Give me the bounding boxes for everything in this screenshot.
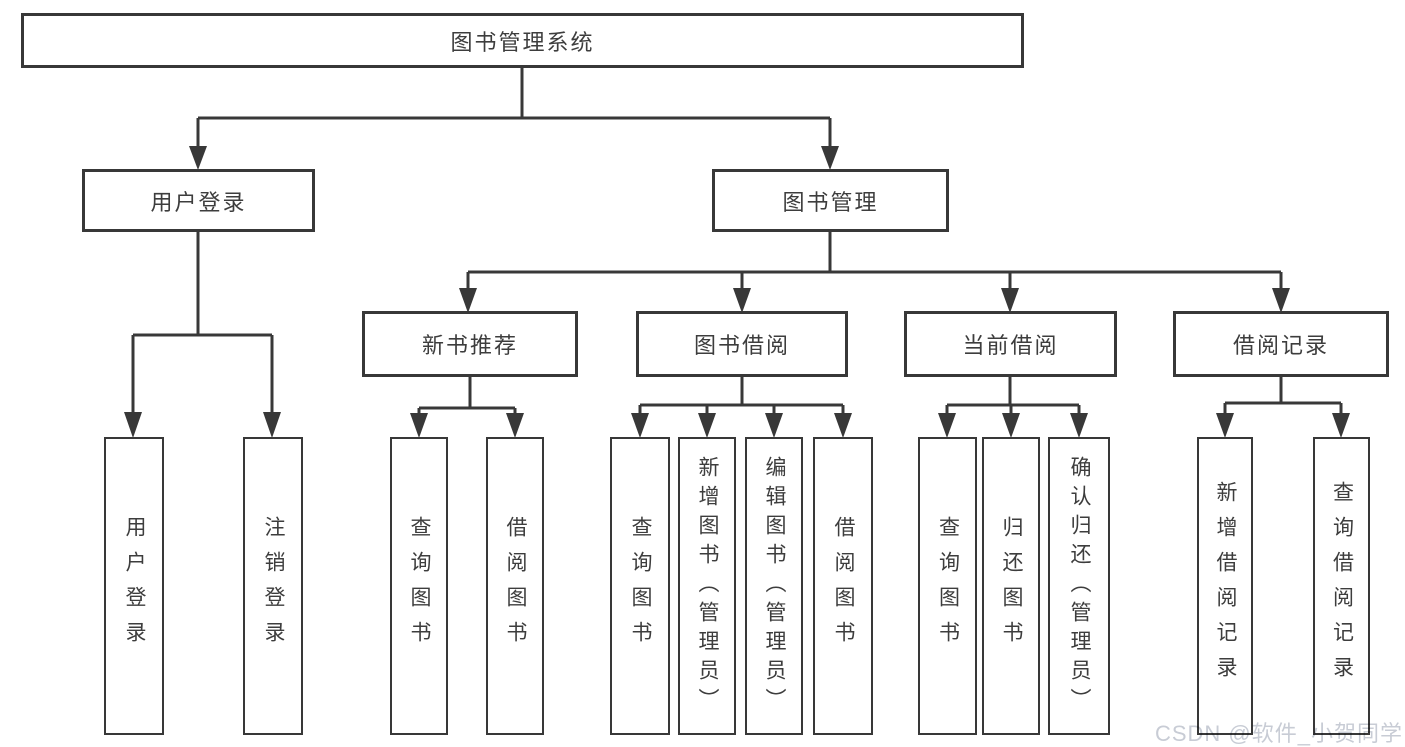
leaf-confirm-return-admin: 确认归还（管理员） [1048, 437, 1110, 735]
node-label: 图书管理 [782, 189, 879, 215]
node-new-book-recommend: 新书推荐 [362, 311, 578, 377]
leaf-add-borrow-record: 新增借阅记录 [1197, 437, 1253, 735]
node-user-login: 用户登录 [82, 169, 315, 232]
leaf-borrow-book: 借阅图书 [813, 437, 873, 735]
node-label: 当前借阅 [962, 333, 1059, 358]
node-library-management-system: 图书管理系统 [21, 13, 1024, 68]
leaf-add-book-admin: 新增图书（管理员） [678, 437, 736, 735]
node-label: 图书借阅 [693, 333, 790, 358]
csdn-watermark: CSDN @软件_小贺同学 [1154, 721, 1403, 746]
node-borrow-record: 借阅记录 [1173, 311, 1389, 377]
node-label: 新书推荐 [421, 333, 518, 358]
node-label: 用户登录 [150, 189, 247, 215]
leaf-return-book: 归还图书 [982, 437, 1040, 735]
node-book-management: 图书管理 [712, 169, 949, 232]
leaf-query-book-recommend: 查询图书 [390, 437, 448, 735]
leaf-edit-book-admin: 编辑图书（管理员） [745, 437, 803, 735]
node-book-borrow: 图书借阅 [636, 311, 848, 377]
arrowheads [124, 146, 1350, 438]
leaf-query-book-borrow: 查询图书 [610, 437, 670, 735]
node-current-borrow: 当前借阅 [904, 311, 1117, 377]
leaf-query-borrow-record: 查询借阅记录 [1313, 437, 1370, 735]
node-label: 借阅记录 [1232, 333, 1329, 358]
leaf-logout: 注销登录 [243, 437, 303, 735]
node-label: 图书管理系统 [450, 29, 595, 55]
leaf-user-login: 用户登录 [104, 437, 164, 735]
leaf-query-book-current: 查询图书 [918, 437, 977, 735]
leaf-borrow-book-recommend: 借阅图书 [486, 437, 544, 735]
